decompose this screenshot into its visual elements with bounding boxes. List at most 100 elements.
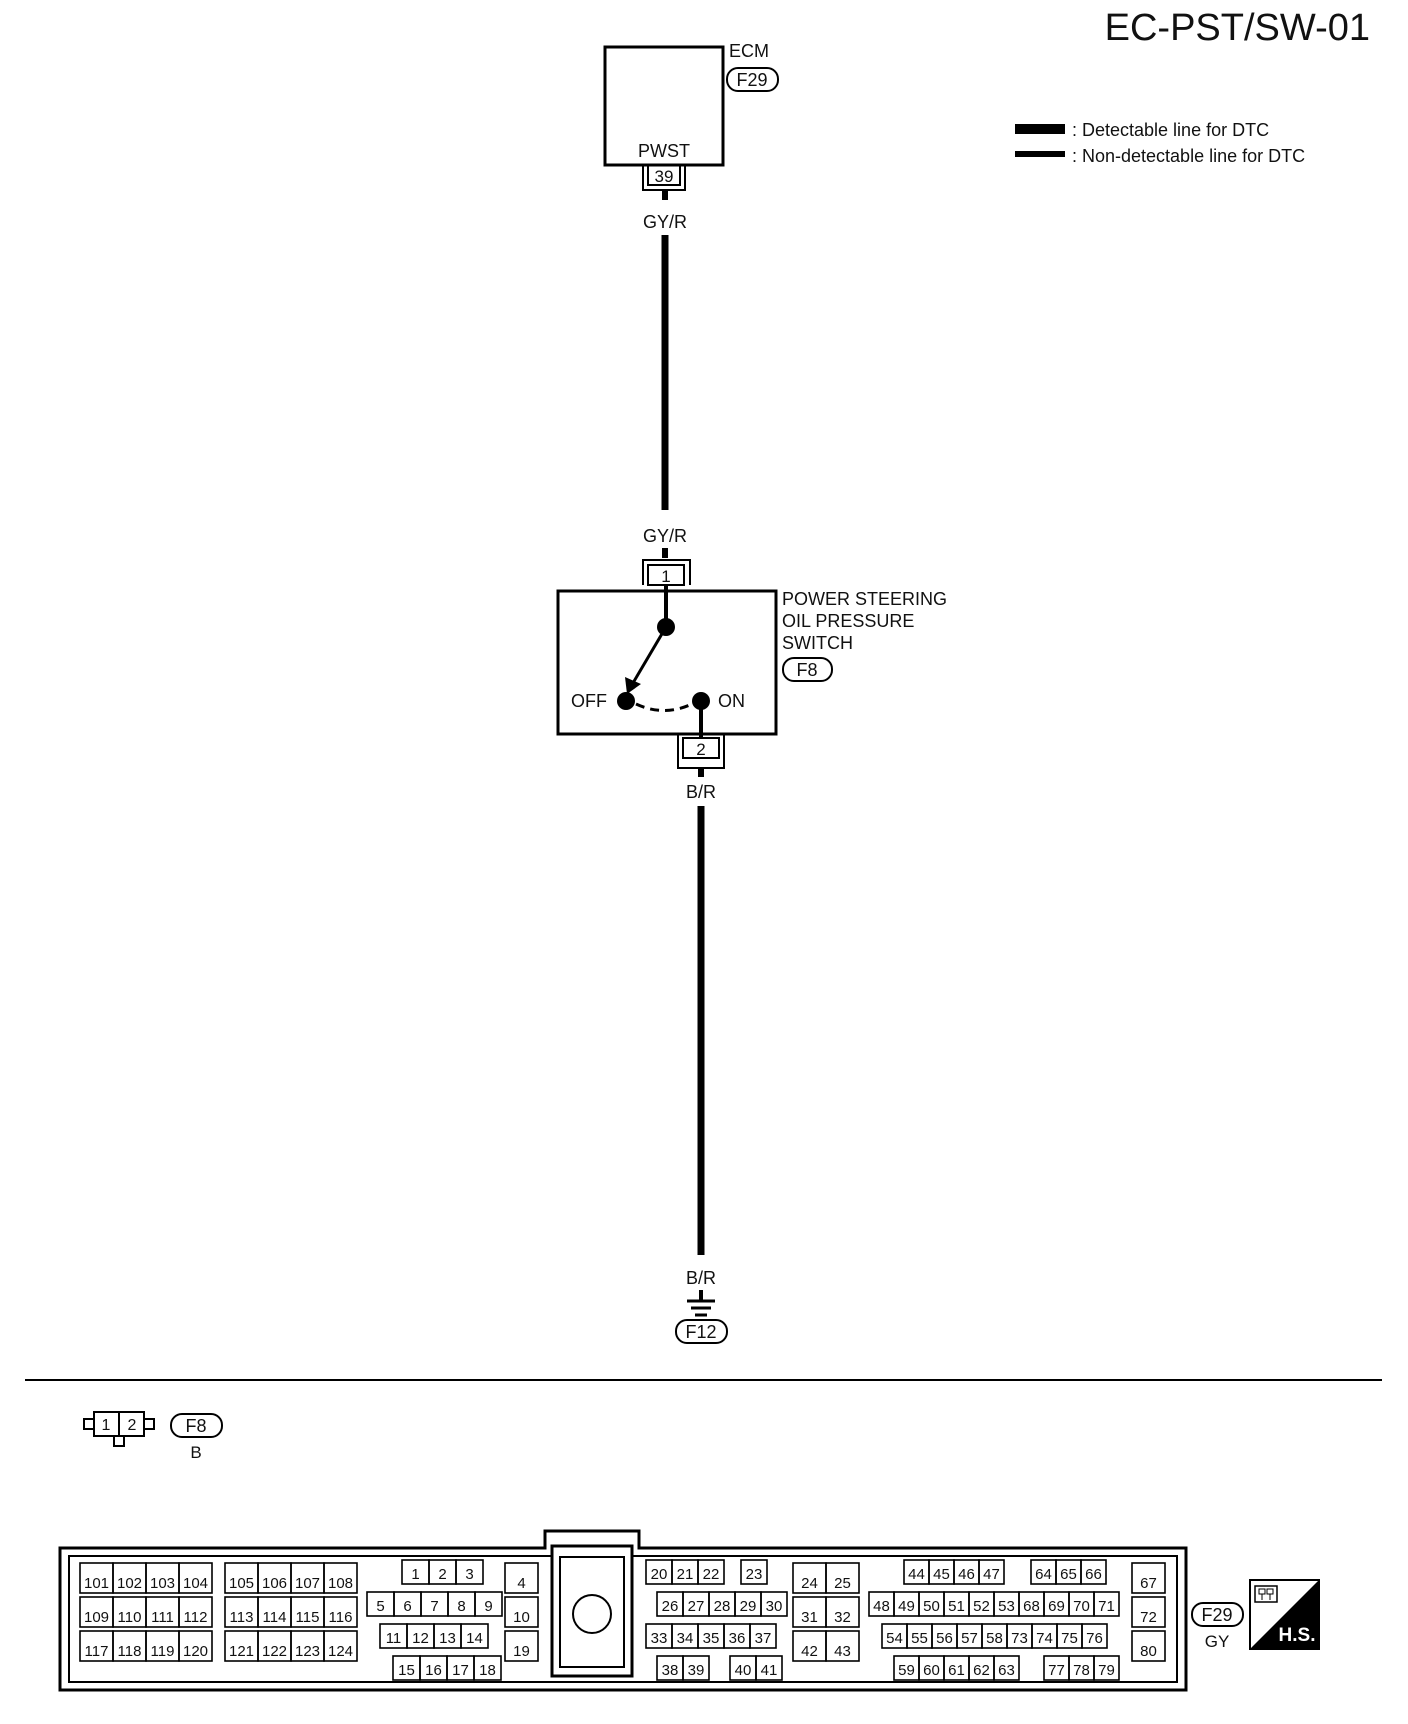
f29-pin-32: 32 <box>834 1609 851 1626</box>
switch-on-label: ON <box>718 691 745 711</box>
f29-pin-115: 115 <box>296 1609 320 1626</box>
f29-pin-116: 116 <box>329 1609 353 1626</box>
f29-pin-70: 70 <box>1073 1598 1090 1615</box>
f29-pin-3-cell <box>455 1559 484 1585</box>
f29-pin-7: 7 <box>430 1598 438 1615</box>
connector-f8-face: 1 2 F8 B <box>83 1411 223 1462</box>
f29-pin-10: 10 <box>513 1609 530 1626</box>
f29-pin-41-cell <box>755 1655 783 1681</box>
legend-non-detectable-swatch <box>1015 151 1065 157</box>
f29-pin-120: 120 <box>183 1643 208 1660</box>
ground-connector-label: F12 <box>685 1322 716 1342</box>
f29-pin-41: 41 <box>761 1662 778 1679</box>
f29-pin-124: 124 <box>328 1643 353 1660</box>
f29-pin-4-cell <box>504 1562 539 1594</box>
f29-pin-79-cell <box>1093 1655 1120 1681</box>
f29-pin-8: 8 <box>457 1598 465 1615</box>
hs-symbol-fill <box>1250 1580 1319 1649</box>
f29-pin-42: 42 <box>801 1643 818 1660</box>
f29-pin-80-cell <box>1131 1630 1166 1662</box>
f29-pin-72-cell <box>1131 1596 1166 1628</box>
f29-pin-117: 117 <box>85 1643 109 1660</box>
diagram-title: EC-PST/SW-01 <box>1105 7 1370 49</box>
connector-f29-key-slot <box>550 1544 634 1678</box>
f29-pin-47-cell <box>978 1559 1005 1585</box>
switch-pin1-number: 1 <box>661 567 670 586</box>
f29-pin-10-cell <box>504 1596 539 1628</box>
f29-pin-111: 111 <box>151 1609 174 1626</box>
f29-pin-24: 24 <box>801 1575 818 1592</box>
switch-pin2-number: 2 <box>696 740 705 759</box>
f29-pin-16: 16 <box>425 1662 442 1679</box>
f29-pin-66: 66 <box>1085 1566 1102 1583</box>
f29-pin-25: 25 <box>834 1575 851 1592</box>
ecm-label: ECM <box>729 41 769 61</box>
switch-off-contact <box>617 692 635 710</box>
f29-pin-48: 48 <box>873 1598 890 1615</box>
f29-pin-120-cell <box>178 1630 213 1662</box>
f29-pin-56: 56 <box>936 1630 953 1647</box>
connector-f29-key-hole <box>572 1594 612 1634</box>
f29-pin-22-cell <box>697 1559 725 1585</box>
f29-pin-109: 109 <box>84 1609 109 1626</box>
f29-pin-67-cell <box>1131 1562 1166 1594</box>
f29-pin-67: 67 <box>1140 1575 1157 1592</box>
f29-pin-63: 63 <box>998 1662 1015 1679</box>
wire-label-upper-top: GY/R <box>643 212 687 232</box>
f29-pin-45: 45 <box>933 1566 950 1583</box>
connector-f29-id: F29 <box>1201 1605 1232 1625</box>
switch-arm-arrow <box>625 677 641 694</box>
switch-name-line3: SWITCH <box>782 633 853 653</box>
f29-pin-3: 3 <box>465 1566 473 1583</box>
f29-pin-6: 6 <box>403 1598 411 1615</box>
hs-connector-icon <box>1254 1585 1278 1603</box>
f29-pin-9: 9 <box>484 1598 492 1615</box>
switch-on-contact <box>692 692 710 710</box>
f29-pin-26: 26 <box>662 1598 679 1615</box>
f29-pin-58: 58 <box>986 1630 1003 1647</box>
connector-f29-color: GY <box>1205 1632 1230 1651</box>
connector-f8-pin1: 1 <box>102 1417 111 1434</box>
f29-pin-17: 17 <box>452 1662 469 1679</box>
power-steering-switch: 1 POWER STEERING OIL PRESSURE SWITCH F8 … <box>556 559 947 769</box>
f29-pin-108: 108 <box>328 1575 353 1592</box>
connector-f8-pin2: 2 <box>128 1417 137 1434</box>
hs-label: H.S. <box>1279 1625 1316 1646</box>
f29-pin-20: 20 <box>651 1566 668 1583</box>
f29-pin-110: 110 <box>118 1609 142 1626</box>
f29-pin-112-cell <box>178 1596 213 1628</box>
wire-label-upper-bottom: GY/R <box>643 526 687 546</box>
f29-pin-9-cell <box>474 1591 503 1617</box>
connector-f8-id: F8 <box>185 1416 206 1436</box>
ecm-connector-label: F29 <box>736 70 767 90</box>
f29-pin-21: 21 <box>677 1566 694 1583</box>
f29-pin-106: 106 <box>262 1575 287 1592</box>
f29-pin-104: 104 <box>183 1575 208 1592</box>
f29-pin-13: 13 <box>439 1630 456 1647</box>
f29-pin-18: 18 <box>479 1662 496 1679</box>
f29-pin-105: 105 <box>229 1575 254 1592</box>
f29-pin-116-cell <box>323 1596 358 1628</box>
f29-pin-43-cell <box>825 1630 860 1662</box>
f29-pin-4: 4 <box>517 1575 525 1592</box>
f29-pin-12: 12 <box>412 1630 429 1647</box>
connector-f29-key-inner <box>559 1556 625 1668</box>
f29-pin-124-cell <box>323 1630 358 1662</box>
f29-pin-123: 123 <box>295 1643 320 1660</box>
f29-pin-47: 47 <box>983 1566 1000 1583</box>
f29-pin-50: 50 <box>923 1598 940 1615</box>
f29-pin-36: 36 <box>729 1630 746 1647</box>
f29-pin-119: 119 <box>151 1643 175 1660</box>
f29-pin-52: 52 <box>973 1598 990 1615</box>
f29-pin-38: 38 <box>662 1662 679 1679</box>
wire-label-lower-bottom: B/R <box>686 1268 716 1288</box>
f29-pin-71-cell <box>1093 1591 1120 1617</box>
wire-label-lower-top: B/R <box>686 782 716 802</box>
f29-pin-27: 27 <box>688 1598 705 1615</box>
ecm-pin-number: 39 <box>655 167 674 186</box>
switch-arm <box>631 626 668 684</box>
f29-pin-114: 114 <box>263 1609 287 1626</box>
